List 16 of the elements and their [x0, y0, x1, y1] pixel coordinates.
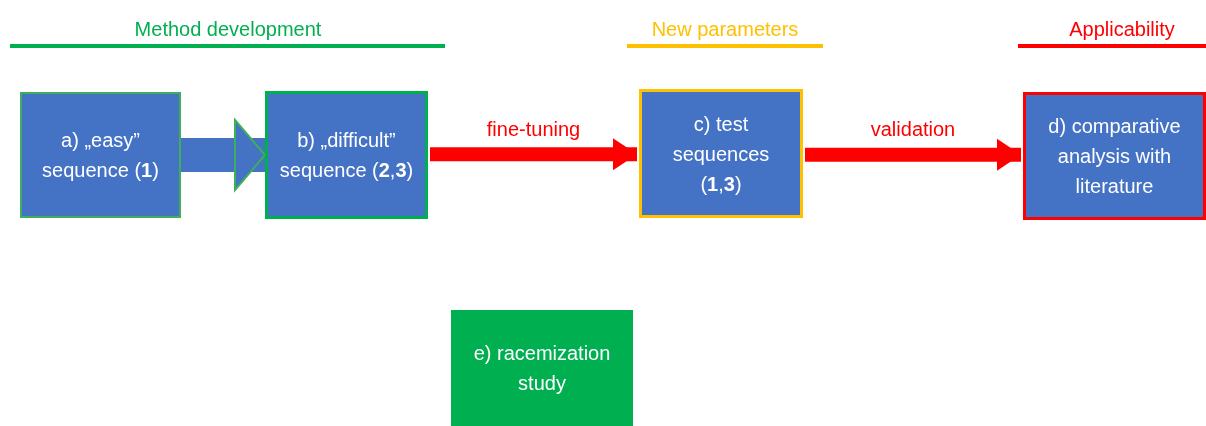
box-text: d) comparative analysis with literature: [1047, 114, 1182, 199]
box-text: a) „easy” sequence (1): [41, 128, 160, 183]
process-box: [20, 92, 181, 218]
section-heading: Method development: [134, 17, 322, 42]
process-box: [1023, 92, 1206, 220]
box-text: e) racemization study: [472, 341, 612, 396]
arrow: [430, 138, 637, 171]
section-heading: Applicability: [1069, 17, 1175, 42]
process-box: [639, 89, 803, 218]
section-heading: New parameters: [651, 17, 799, 42]
process-box: [265, 91, 428, 219]
process-box: [451, 310, 633, 426]
arrow: [181, 119, 266, 191]
arrow: [805, 138, 1021, 171]
box-text: c) test sequences (1,3): [671, 111, 771, 197]
box-text: b) „difficult” sequence (2,3): [278, 128, 415, 183]
